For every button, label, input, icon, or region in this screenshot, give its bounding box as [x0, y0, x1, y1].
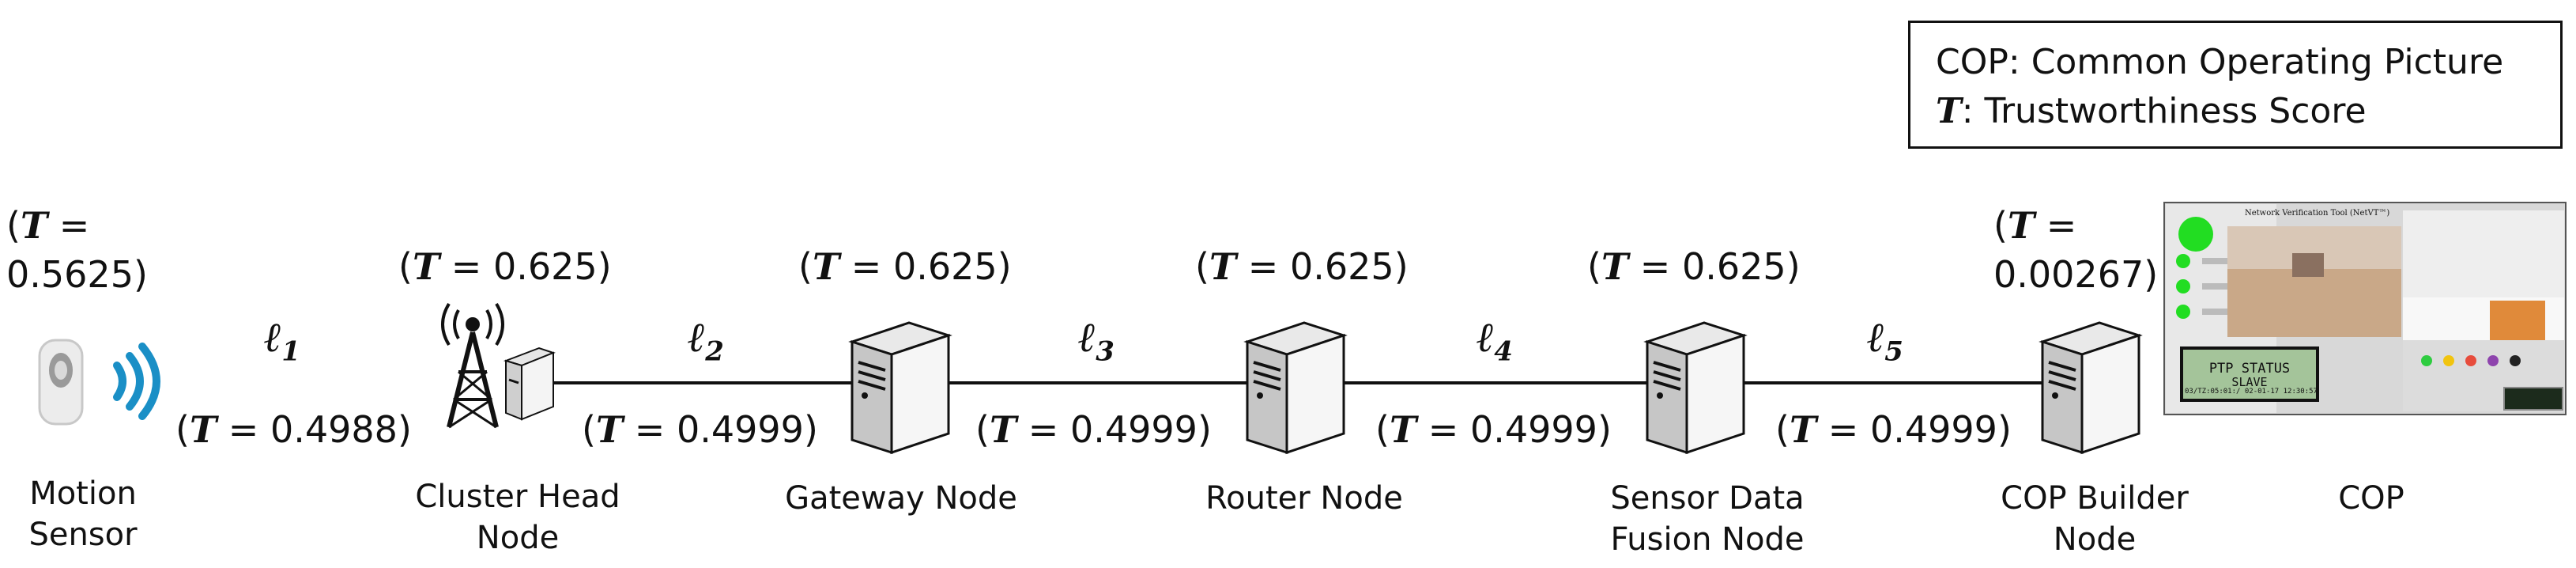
link-label-5: ℓ5 — [1867, 313, 1903, 368]
node-label-gateway: Gateway Node — [785, 480, 1017, 517]
legend-cop-text: COP: Common Operating Picture — [1936, 42, 2504, 82]
node-score-cop-builder: (T =0.00267) — [1993, 204, 2159, 297]
node-score-gateway: (T = 0.625) — [798, 245, 1012, 288]
link-label-4: ℓ4 — [1477, 313, 1513, 368]
server-icon-fusion — [1643, 321, 1748, 455]
node-score-router: (T = 0.625) — [1195, 245, 1409, 288]
link-score-4: (T = 0.4999) — [1375, 408, 1612, 451]
cell-tower-icon — [441, 302, 504, 429]
legend-trust-text: T: Trustworthiness Score — [1936, 91, 2367, 131]
node-score-motion-sensor: (T =0.5625) — [6, 204, 148, 297]
trust-symbol: T — [1936, 91, 1962, 131]
ptp-status-time: 03/TZ:05:01:/ 02-01-17 12:30:57 — [2185, 388, 2318, 396]
link-score-2: (T = 0.4999) — [582, 408, 818, 451]
link-score-5: (T = 0.4999) — [1775, 408, 2012, 451]
link-label-1: ℓ1 — [264, 313, 300, 368]
ptp-status-title: PTP STATUS — [2208, 361, 2291, 377]
node-label-router: Router Node — [1205, 480, 1403, 517]
node-label-cop: COP — [2338, 480, 2404, 517]
node-score-cluster-head: (T = 0.625) — [398, 245, 612, 288]
motion-sensor-icon — [38, 339, 160, 426]
server-icon-router — [1243, 321, 1348, 455]
server-icon-cop-builder — [2039, 321, 2143, 455]
link-label-2: ℓ2 — [688, 313, 724, 368]
cop-screen-image — [2163, 202, 2567, 415]
cop-screen-title: Network Verification Tool (NetVT™) — [2245, 209, 2390, 218]
link-score-1: (T = 0.4988) — [175, 408, 412, 451]
legend-box: COP: Common Operating Picture T: Trustwo… — [1908, 21, 2563, 149]
ptp-status-value: SLAVE — [2231, 375, 2268, 389]
server-icon-gateway — [848, 321, 952, 455]
small-server-icon — [503, 346, 556, 421]
node-score-fusion: (T = 0.625) — [1587, 245, 1801, 288]
link-score-3: (T = 0.4999) — [975, 408, 1212, 451]
link-label-3: ℓ3 — [1078, 313, 1115, 368]
